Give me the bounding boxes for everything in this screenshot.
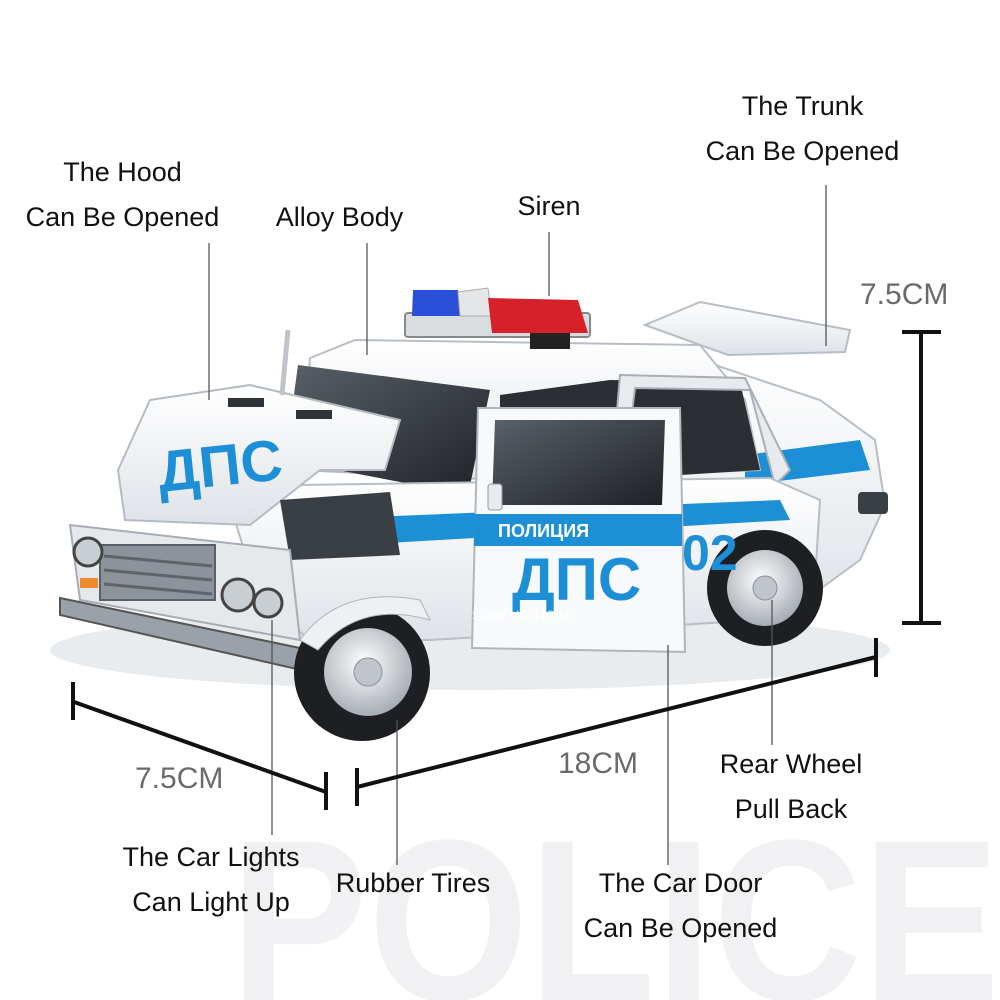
- siren-label: Siren: [517, 191, 581, 221]
- width-dimension-line: [73, 700, 327, 794]
- police-watermark: POLICE: [230, 792, 1000, 1000]
- rubber-tires-label: Rubber Tires: [335, 868, 491, 898]
- length-dimension-line: [356, 655, 877, 789]
- rear-wheel-label: Rear Wheel Pull Back: [719, 749, 863, 824]
- stripe-marking: ПОЛИЦИЯ: [498, 521, 589, 541]
- car-lights-label: The Car Lights Can Light Up: [122, 842, 300, 917]
- width-dimension-label: 7.5CM: [135, 762, 224, 795]
- door-marking: ДПС: [512, 546, 641, 613]
- alloy-body-label: Alloy Body: [275, 202, 404, 232]
- hood-marking: ДПС: [155, 427, 286, 505]
- hood-label: The Hood Can Be Opened: [25, 157, 220, 232]
- trunk-label: The Trunk Can Be Opened: [705, 91, 900, 166]
- height-dimension-label: 7.5CM: [860, 278, 949, 311]
- unit-number: 02: [682, 525, 738, 581]
- car-door-label: The Car Door Can Be Opened: [583, 868, 778, 943]
- store-watermark: Store No.912543: [472, 607, 578, 623]
- length-dimension-label: 18CM: [558, 747, 639, 780]
